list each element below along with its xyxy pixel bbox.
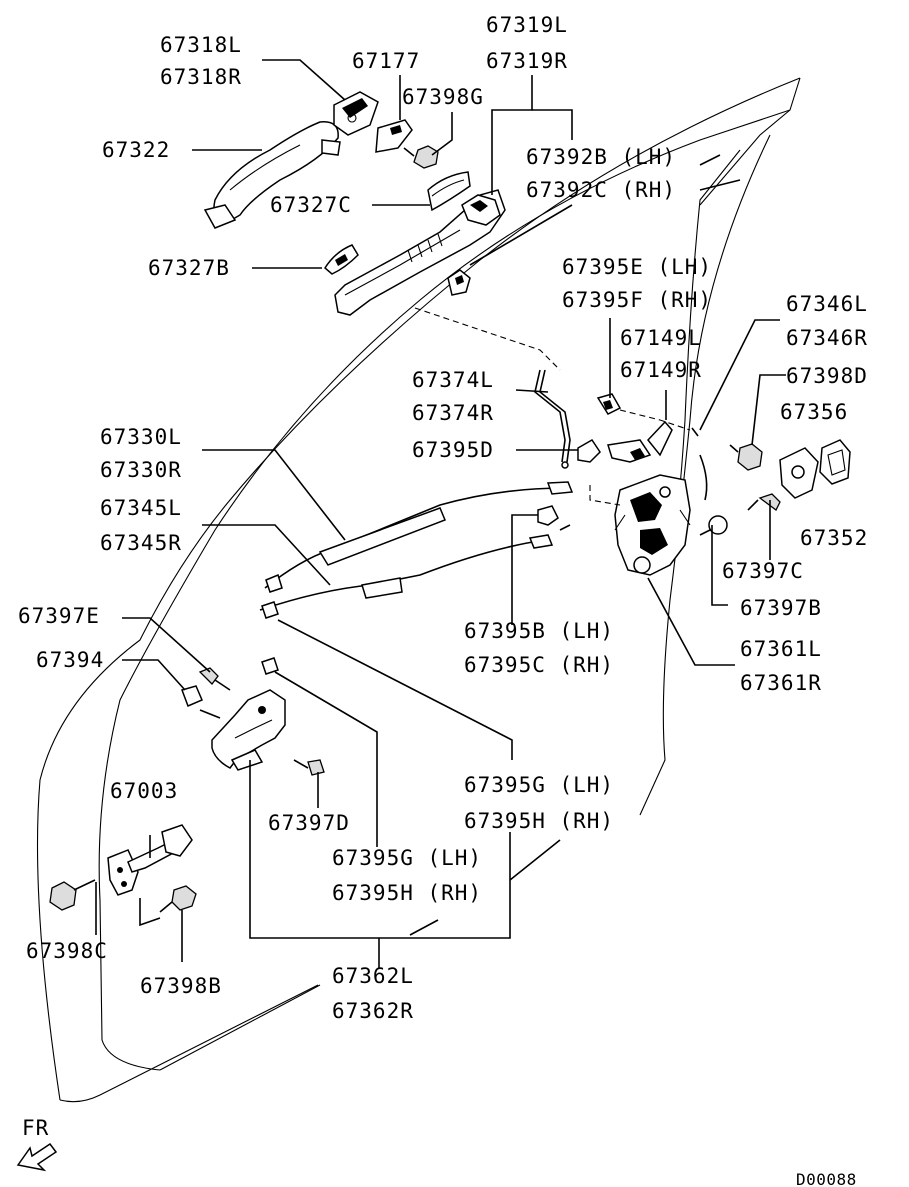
screw-67397c [747,493,781,511]
screw-67397d [293,759,325,776]
label-67361l: 67361L [740,637,822,661]
leader-lines [95,59,786,968]
actuator-reference-line [589,485,621,506]
diagram-code: D00088 [796,1170,857,1187]
label-67394: 67394 [36,648,104,672]
screw-67398g [403,145,439,169]
bolt-67398b [159,885,197,913]
label-67319l: 67319L [486,13,568,37]
label-67398d: 67398D [786,364,868,388]
handle-frame [334,189,506,316]
outer-door-handle [203,121,341,229]
cable-end-clips [261,573,283,675]
door-panel-outline [36,77,801,1103]
door-lock-actuator [614,474,691,576]
label-67318l: 67318L [160,33,242,57]
rod-reference-line [414,307,561,371]
handle-gasket-67327c [427,171,471,212]
label-67362l: 67362L [332,964,414,988]
label-67346l: 67346L [786,292,868,316]
spring-67346 [691,427,708,501]
label-67395g-a: 67395G (LH) [464,773,614,797]
label-67319r: 67319R [486,49,568,73]
label-67395g-b: 67395G (LH) [332,846,482,870]
label-67318r: 67318R [160,65,242,89]
part-labels: 67318L 67318R 67177 67319L 67319R 67398G… [18,13,868,1023]
clip-67395e [596,393,622,415]
label-67356: 67356 [780,400,848,424]
label-67362r: 67362R [332,999,414,1023]
label-67397b: 67397B [740,596,822,620]
screw-67397b [699,515,728,536]
label-67398c: 67398C [26,939,108,963]
clip-67394 [181,685,203,707]
label-67397e: 67397E [18,604,100,628]
handle-gasket-67327b [324,244,359,275]
label-67398b: 67398B [140,974,222,998]
label-67392c: 67392C (RH) [526,178,676,202]
label-67395d: 67395D [412,438,494,462]
label-67397c: 67397C [722,559,804,583]
rod-clip-67395d [577,439,601,463]
label-67361r: 67361R [740,671,822,695]
label-67397d: 67397D [268,811,350,835]
cable-67345 [259,534,554,611]
label-67395b: 67395B (LH) [464,619,614,643]
clip-under-handle [447,269,471,296]
striker-67356 [779,447,819,499]
label-67003: 67003 [110,779,178,803]
label-67327c: 67327C [270,193,352,217]
bolt-67398d [729,443,763,471]
label-67352: 67352 [800,526,868,550]
label-67330r: 67330R [100,458,182,482]
cable-67330 [264,481,574,589]
label-67149r: 67149R [620,358,702,382]
inner-door-handle [211,689,286,771]
label-67395h-b: 67395H (RH) [332,881,482,905]
screw-67397e [198,667,231,691]
striker-plate-67352 [819,439,851,485]
label-67395h-a: 67395H (RH) [464,809,614,833]
door-check-67003 [107,824,193,896]
label-67398g: 67398G [402,85,484,109]
label-67149l: 67149L [620,326,702,350]
front-direction-indicator: FR [16,1116,58,1172]
front-label: FR [22,1116,49,1140]
grommet-67395b [537,505,571,531]
label-67346r: 67346R [786,326,868,350]
label-67395c: 67395C (RH) [464,653,614,677]
label-67395e: 67395E (LH) [562,255,712,279]
label-67322: 67322 [102,138,170,162]
lever-67149 [607,420,673,463]
clip-67177 [375,119,413,153]
lock-rod [534,369,571,469]
label-67327b: 67327B [148,256,230,280]
label-67395f: 67395F (RH) [562,288,712,312]
label-67374r: 67374R [412,401,494,425]
label-67177: 67177 [352,49,420,73]
bolt-67398c [49,879,96,911]
lever-reference-line [619,409,691,431]
label-67330l: 67330L [100,425,182,449]
label-67345l: 67345L [100,496,182,520]
label-67392b: 67392B (LH) [526,145,676,169]
front-arrow-icon [16,1142,58,1172]
label-67374l: 67374L [412,368,494,392]
handle-cap [333,91,379,136]
label-67345r: 67345R [100,531,182,555]
